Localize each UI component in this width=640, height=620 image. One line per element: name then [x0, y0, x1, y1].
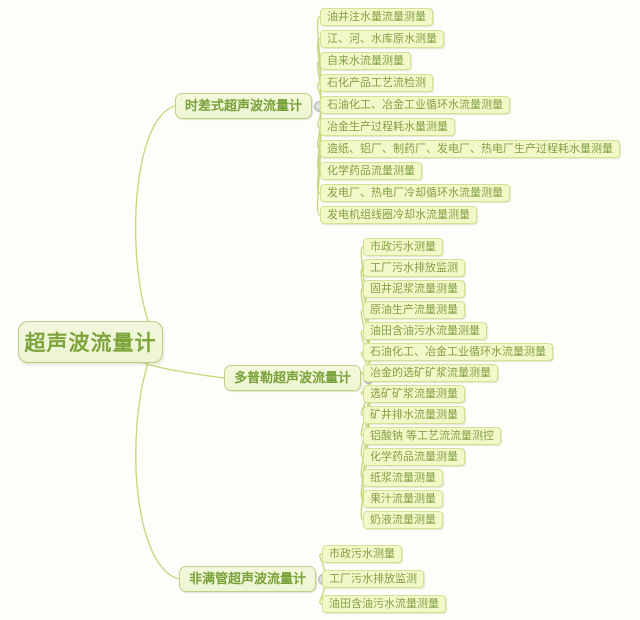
branch-node-doppler[interactable]: 多普勒超声波流量计 [224, 365, 362, 391]
leaf-node[interactable]: 工厂污水排放监测 [363, 259, 465, 277]
leaf-node[interactable]: 自来水流量测量 [320, 52, 411, 70]
leaf-node[interactable]: 石化产品工艺流检测 [320, 74, 433, 92]
leaf-node[interactable]: 市政污水测量 [363, 238, 443, 256]
leaf-node[interactable]: 固井泥浆流量测量 [363, 280, 465, 298]
leaf-node[interactable]: 化学药品流量测量 [363, 448, 465, 466]
leaf-node[interactable]: 果汁流量测量 [363, 490, 443, 508]
leaf-node[interactable]: 冶金生产过程耗水量测量 [320, 118, 455, 136]
leaf-node[interactable]: 油田含油污水流量测量 [322, 595, 446, 613]
leaf-node[interactable]: 工厂污水排放监测 [322, 570, 424, 588]
leaf-node[interactable]: 发电厂、热电厂冷却循环水流量测量 [320, 184, 510, 202]
leaf-node[interactable]: 选矿矿浆流量测量 [363, 385, 465, 403]
branch-node-non-full-pipe[interactable]: 非满管超声波流量计 [179, 566, 317, 592]
leaf-node[interactable]: 铝酸钠 等工艺流流量测控 [363, 427, 502, 445]
leaf-node[interactable]: 石油化工、冶金工业循环水流量测量 [363, 343, 553, 361]
leaf-node[interactable]: 纸浆流量测量 [363, 469, 443, 487]
leaf-node[interactable]: 发电机组线圈冷却水流量测量 [320, 206, 477, 224]
root-node[interactable]: 超声波流量计 [18, 321, 163, 363]
leaf-node[interactable]: 石油化工、冶金工业循环水流量测量 [320, 96, 510, 114]
leaf-node[interactable]: 市政污水测量 [322, 545, 402, 563]
leaf-node[interactable]: 冶金的选矿矿浆流量测量 [363, 364, 498, 382]
leaf-group: 市政污水测量工厂污水排放监测油田含油污水流量测量 [322, 545, 446, 613]
leaf-node[interactable]: 奶液流量测量 [363, 511, 443, 529]
leaf-group: 油井注水量流量测量江、河、水库原水测量自来水流量测量石化产品工艺流检测石油化工、… [320, 8, 620, 224]
leaf-node[interactable]: 原油生产流量测量 [363, 301, 465, 319]
branch-node-time-difference[interactable]: 时差式超声波流量计 [175, 93, 313, 119]
leaf-group: 市政污水测量工厂污水排放监测固井泥浆流量测量原油生产流量测量油田含油污水流量测量… [363, 238, 553, 529]
leaf-node[interactable]: 江、河、水库原水测量 [320, 30, 444, 48]
leaf-node[interactable]: 油井注水量流量测量 [320, 8, 433, 26]
leaf-node[interactable]: 造纸、铝厂、制药厂、发电厂、热电厂生产过程耗水量测量 [320, 140, 620, 158]
leaf-node[interactable]: 矿井排水流量测量 [363, 406, 465, 424]
leaf-node[interactable]: 油田含油污水流量测量 [363, 322, 487, 340]
leaf-node[interactable]: 化学药品流量测量 [320, 162, 422, 180]
